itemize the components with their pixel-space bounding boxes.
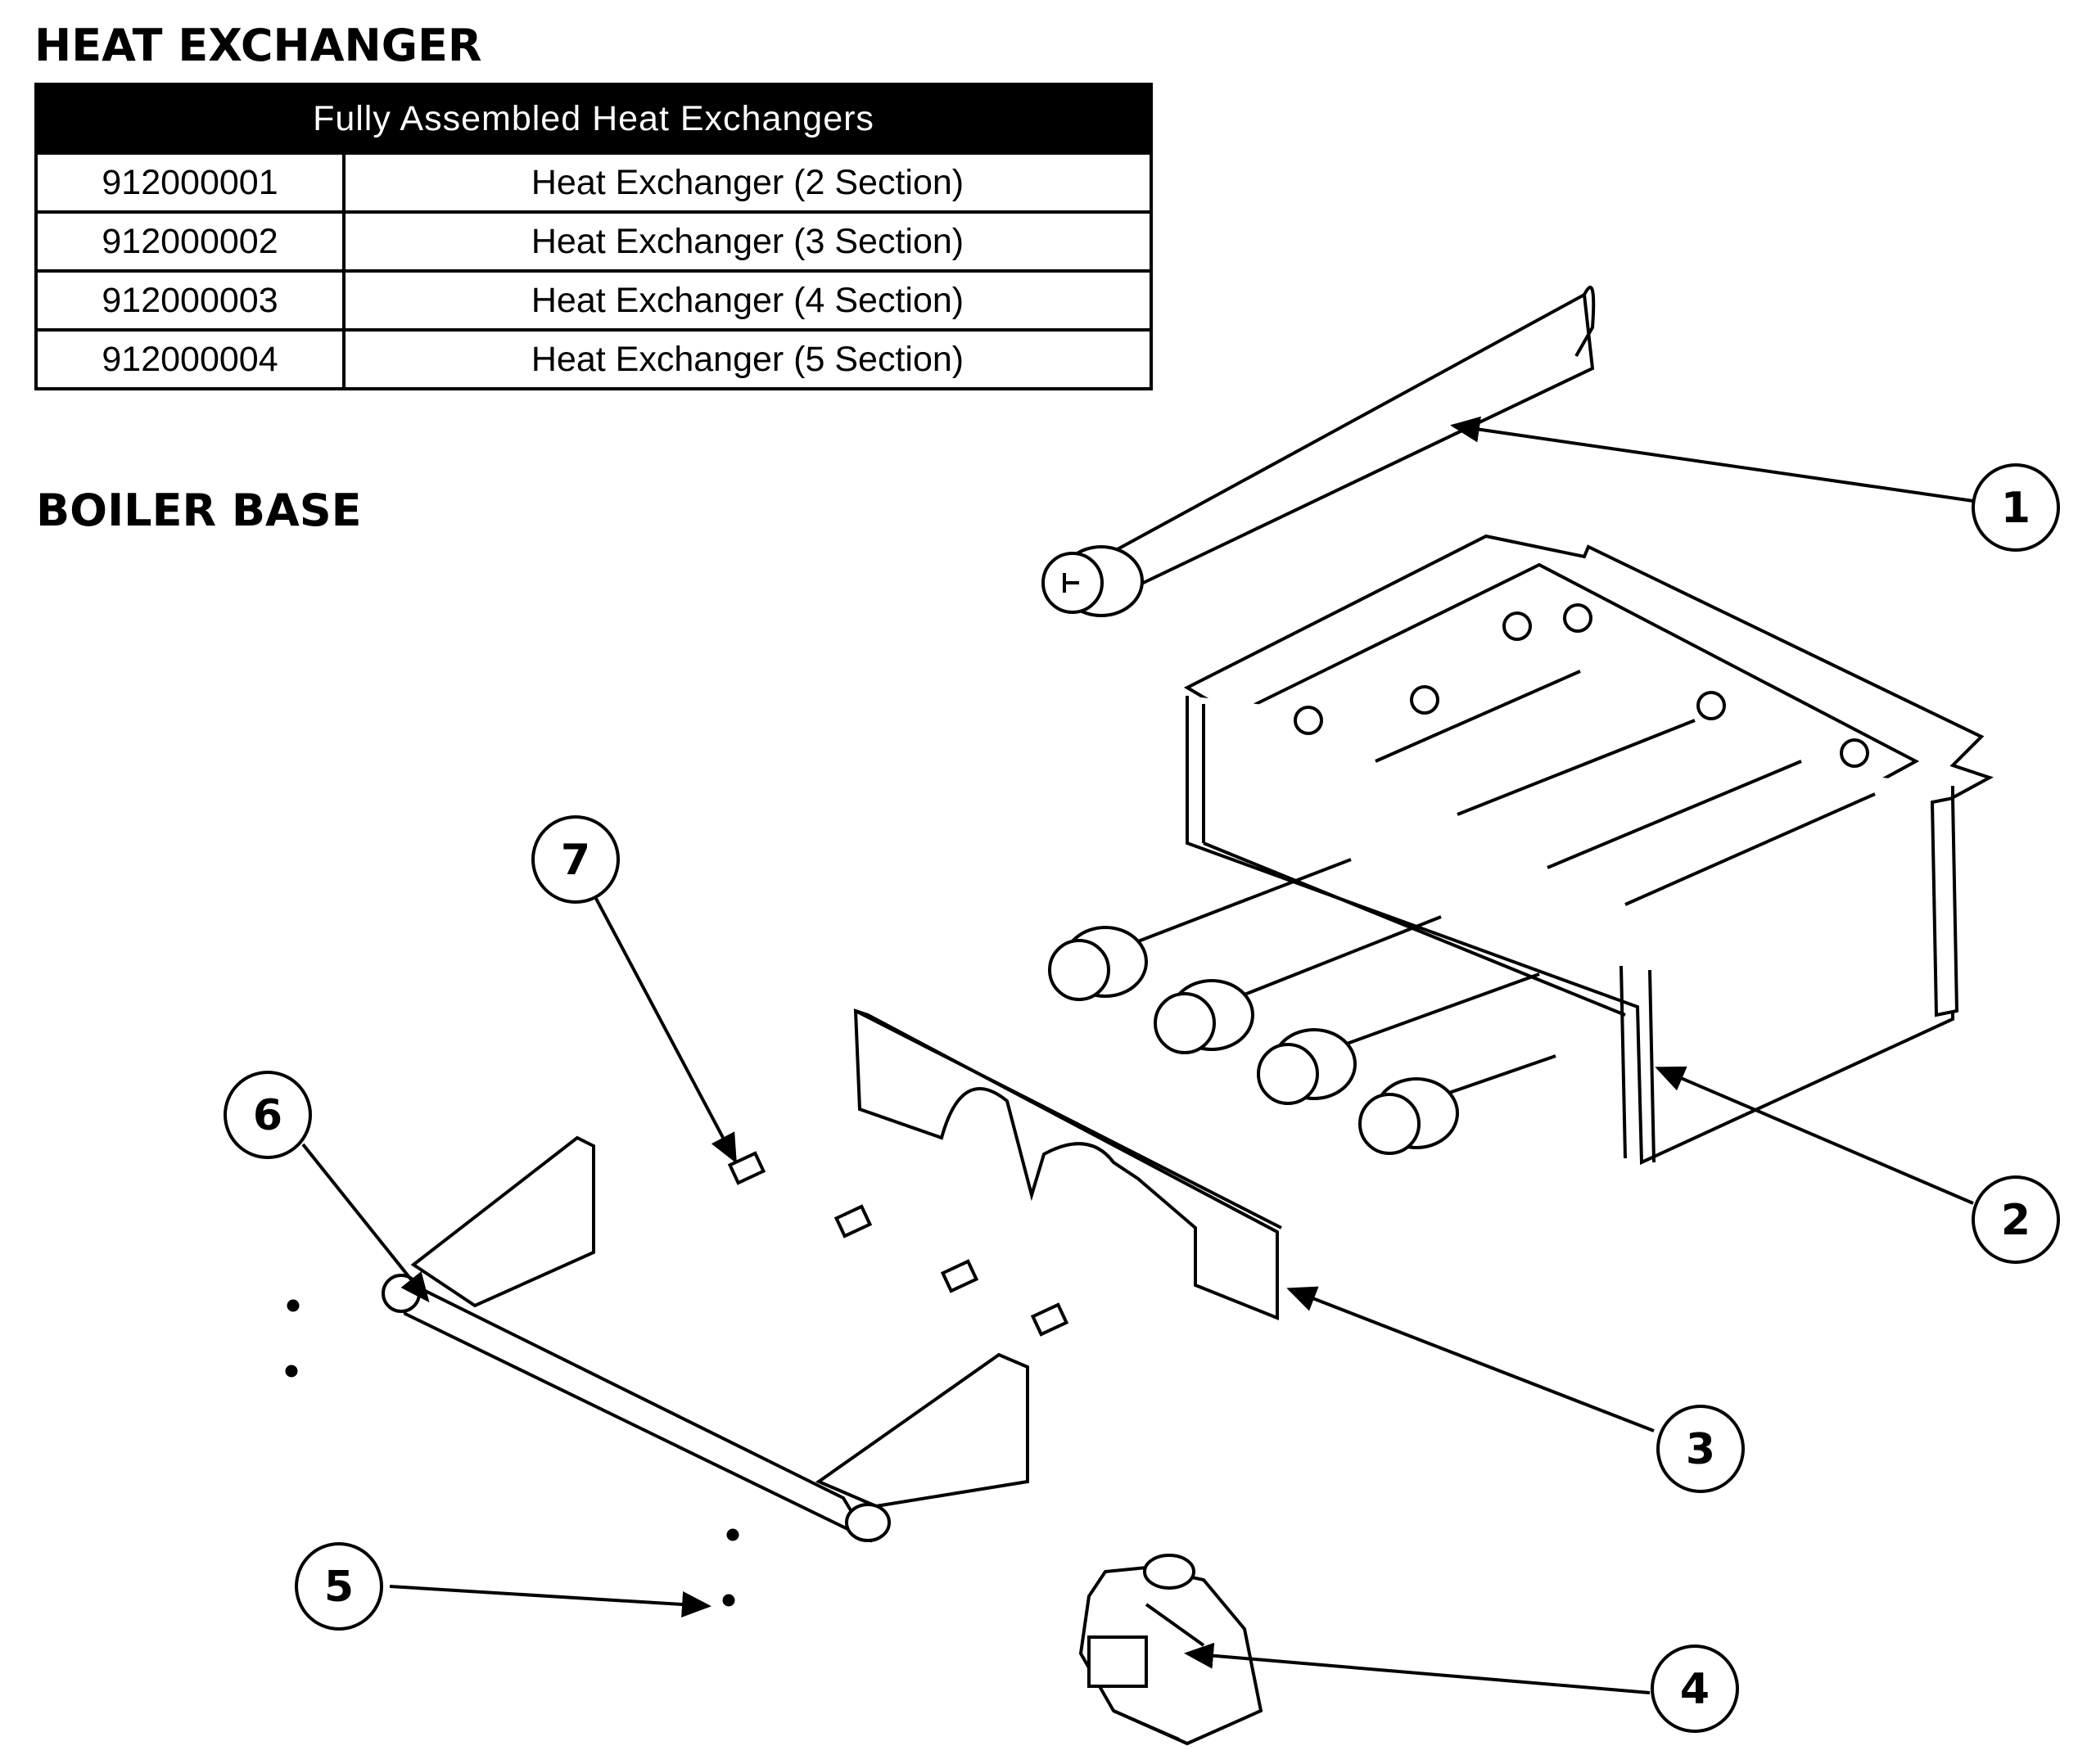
screws-part-5 bbox=[285, 1299, 739, 1607]
table-header: Fully Assembled Heat Exchangers bbox=[34, 83, 1153, 155]
leader-lines bbox=[301, 416, 1974, 1694]
heat-exchanger-parts-table: Fully Assembled Heat Exchangers 91200000… bbox=[34, 83, 1153, 390]
callout-4-label: 4 bbox=[1680, 1665, 1710, 1714]
callout-7-label: 7 bbox=[561, 836, 590, 885]
table-row: 912000002 Heat Exchanger (3 Section) bbox=[34, 210, 1153, 273]
part-number-cell: 912000004 bbox=[34, 328, 346, 390]
callout-6-label: 6 bbox=[253, 1091, 282, 1140]
callout-6: 6 bbox=[224, 1071, 312, 1159]
description-cell: Heat Exchanger (3 Section) bbox=[342, 210, 1153, 273]
burner-box-part-2 bbox=[1048, 534, 1994, 1166]
callout-3-label: 3 bbox=[1686, 1425, 1715, 1474]
boiler-base-title: BOILER BASE bbox=[36, 485, 362, 536]
part-number-cell: 912000003 bbox=[34, 269, 346, 332]
part-number-cell: 912000001 bbox=[34, 151, 346, 214]
manifold-part-6 bbox=[382, 1135, 1029, 1543]
callout-1-label: 1 bbox=[2001, 484, 2031, 533]
description-cell: Heat Exchanger (4 Section) bbox=[342, 269, 1153, 332]
callout-3: 3 bbox=[1656, 1405, 1745, 1493]
orifice-fittings-part-7 bbox=[727, 1151, 1069, 1337]
burner-tube-part-1 bbox=[1041, 285, 1596, 617]
table-row: 912000001 Heat Exchanger (2 Section) bbox=[34, 151, 1153, 214]
table-row: 912000004 Heat Exchanger (5 Section) bbox=[34, 328, 1153, 390]
table-header-row: Fully Assembled Heat Exchangers bbox=[34, 83, 1153, 155]
callout-7: 7 bbox=[531, 815, 620, 904]
description-cell: Heat Exchanger (2 Section) bbox=[342, 151, 1153, 214]
callout-4: 4 bbox=[1651, 1644, 1739, 1733]
callout-2: 2 bbox=[1972, 1175, 2060, 1264]
description-cell: Heat Exchanger (5 Section) bbox=[342, 328, 1153, 390]
shield-plate-part-3 bbox=[853, 1008, 1282, 1320]
part-number-cell: 912000002 bbox=[34, 210, 346, 273]
gas-valve-part-4 bbox=[1078, 1554, 1263, 1746]
callout-5: 5 bbox=[295, 1542, 383, 1631]
callout-2-label: 2 bbox=[2001, 1196, 2031, 1245]
callout-5-label: 5 bbox=[324, 1563, 354, 1612]
callout-1: 1 bbox=[1972, 463, 2060, 552]
table-row: 912000003 Heat Exchanger (4 Section) bbox=[34, 269, 1153, 332]
heat-exchanger-title: HEAT EXCHANGER bbox=[34, 20, 482, 71]
